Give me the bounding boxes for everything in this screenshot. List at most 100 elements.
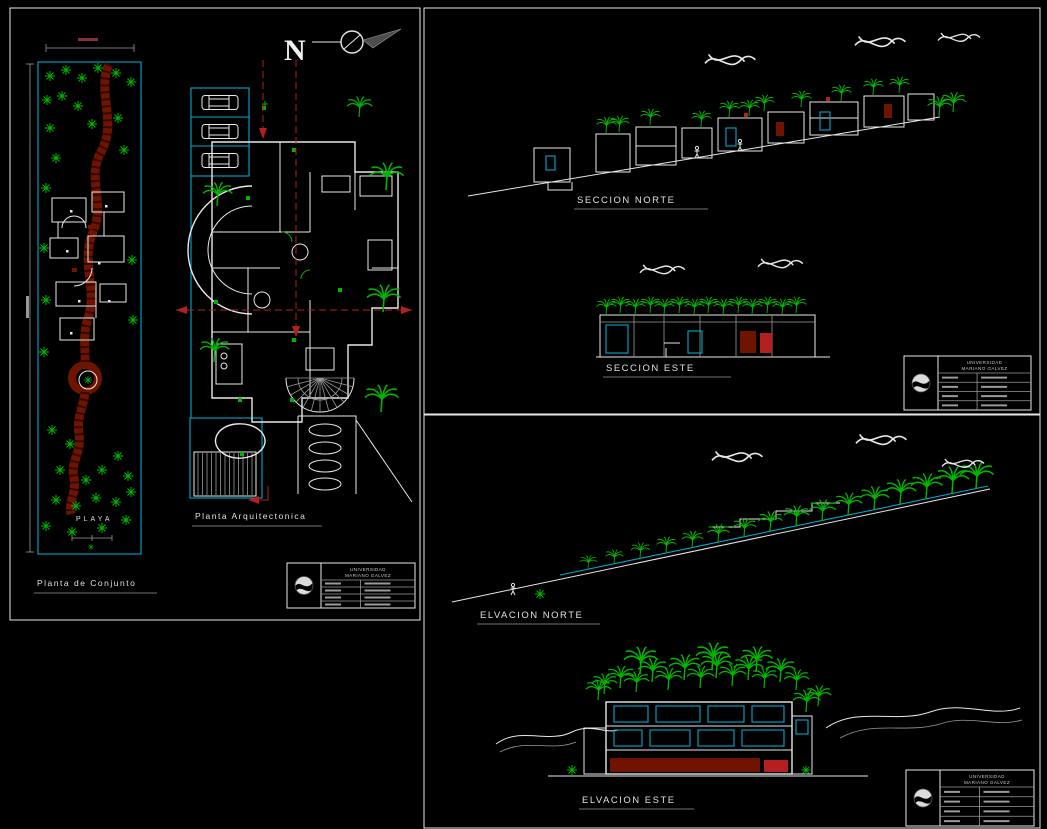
elevation-east-windows — [613, 705, 809, 747]
palm-tree-icon — [863, 78, 884, 96]
door-swings — [262, 101, 311, 280]
palm-tree-icon — [684, 298, 705, 316]
palm-tree-icon — [935, 465, 970, 494]
palm-tree-icon — [640, 108, 661, 126]
section-east-red-fill — [740, 331, 756, 353]
site-building-markers — [66, 205, 111, 335]
section-north-markers — [744, 97, 830, 117]
titleblock-text-bar — [944, 810, 960, 813]
titleblock-text-bar — [942, 395, 958, 398]
titleblock-text-bar — [325, 589, 341, 592]
palm-tree-icon — [884, 478, 917, 505]
labels: Planta Arquitectonica Planta de Conjunto… — [34, 195, 731, 810]
stair-tread — [290, 377, 321, 396]
tree-icon — [534, 588, 546, 600]
palm-tree-icon — [656, 536, 677, 554]
palm-tree-icon — [719, 100, 740, 118]
tree-icon — [87, 543, 95, 551]
plan-green-symbols — [214, 106, 342, 456]
building-outline — [211, 141, 399, 423]
section-east-openings — [605, 324, 703, 354]
elevation-north-trees — [510, 460, 995, 600]
palm-tree-icon — [783, 668, 810, 691]
section-north-ground — [467, 116, 941, 197]
elevation-east-label: ELVACION ESTE — [582, 795, 676, 806]
palm-tree-icon — [959, 460, 995, 490]
titleblock-text-bar — [325, 603, 341, 606]
curved-wall-inner — [207, 205, 253, 295]
hill-line-left — [495, 727, 619, 745]
floor-plan-palms — [199, 95, 405, 413]
university-logo-icon — [911, 373, 931, 393]
tree-icon — [46, 424, 58, 436]
site-plan-label: Planta de Conjunto — [37, 578, 136, 588]
top-right-viewport-border — [423, 7, 1041, 415]
tree-icon — [118, 144, 130, 156]
wind-symbol-icon — [937, 32, 981, 43]
palm-tree-icon — [202, 181, 234, 207]
title-block-border — [905, 769, 1035, 827]
floor-plan — [176, 60, 413, 504]
palm-tree-icon — [791, 90, 812, 108]
tree-icon — [566, 764, 578, 776]
palm-tree-icon — [742, 298, 763, 316]
tree-icon — [83, 375, 93, 385]
titleblock-text-bar — [944, 800, 960, 803]
palm-tree-icon — [623, 670, 650, 693]
section-east-building — [599, 314, 816, 358]
right-annex — [791, 715, 813, 775]
titleblock-text-bar — [981, 376, 1008, 379]
titleblock-text-bar — [981, 395, 1008, 398]
tree-icon — [38, 346, 50, 358]
tree-icon — [112, 450, 124, 462]
north-arrow-pointer-icon — [362, 28, 402, 49]
tree-icon — [40, 294, 52, 306]
tree-icon — [72, 100, 84, 112]
person-figure — [737, 138, 743, 152]
tree-icon — [66, 526, 78, 538]
bottom-right-viewport-border — [423, 414, 1041, 829]
titleblock-text-bar — [983, 800, 1010, 803]
section-east-label: SECCION ESTE — [606, 363, 695, 374]
elevation-north-ground — [451, 488, 991, 603]
floor-plan-label: Planta Arquitectonica — [195, 511, 306, 521]
left-annex — [583, 727, 607, 775]
base-band — [610, 758, 760, 772]
hill-line-right — [825, 707, 1021, 729]
titleblock-text-bar — [325, 596, 341, 599]
tree-icon — [50, 152, 62, 164]
palm-tree-icon — [654, 667, 683, 691]
wind-symbol-icon — [855, 433, 908, 446]
tree-icon — [801, 765, 811, 775]
car-icon — [201, 153, 239, 168]
titleblock-text-bar — [981, 385, 1008, 388]
titleblock-text-bar — [364, 582, 391, 585]
tree-icon — [96, 464, 108, 476]
left-viewport-border — [9, 7, 421, 621]
titleblock-text-bar — [983, 810, 1010, 813]
pool-outline — [214, 423, 266, 459]
palm-tree-icon — [346, 95, 373, 118]
hill-line-left-2 — [499, 741, 577, 753]
elevation-east — [495, 641, 1023, 777]
section-east — [596, 296, 830, 358]
palm-tree-icon — [585, 678, 612, 701]
person-figure — [694, 145, 700, 159]
tree-icon — [60, 64, 72, 76]
tree-icon — [92, 62, 104, 74]
tree-icon — [125, 486, 137, 498]
stair-tread — [295, 377, 321, 403]
tree-icon — [80, 474, 92, 486]
palm-tree-icon — [691, 110, 712, 128]
axis-arrows — [176, 128, 412, 337]
stair-tread — [287, 377, 321, 388]
palm-tree-icon — [364, 383, 400, 413]
palm-tree-icon — [859, 485, 890, 511]
hill-line-right-2 — [839, 719, 1023, 739]
parking-lot — [190, 87, 250, 177]
playa-label: PLAYA — [76, 516, 113, 523]
palm-tree-icon — [609, 115, 630, 133]
